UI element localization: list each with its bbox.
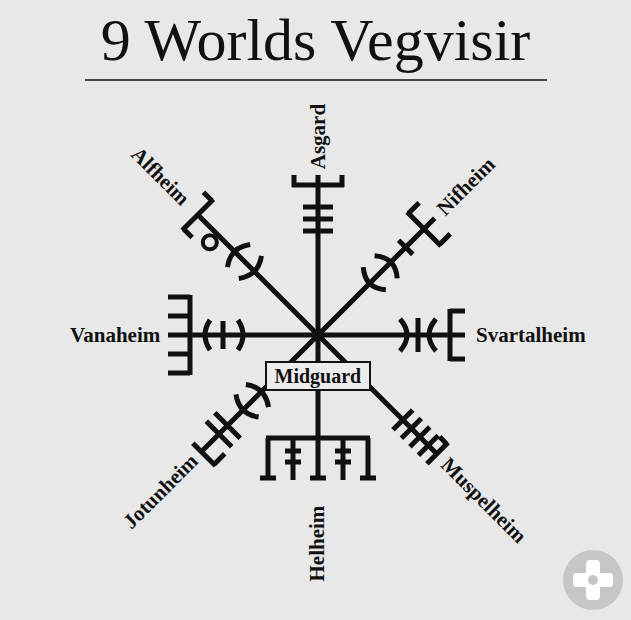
helheim-stave bbox=[260, 335, 376, 480]
box-text: Midguard bbox=[275, 365, 362, 387]
muspelheim-stave bbox=[308, 324, 449, 465]
stave-path bbox=[318, 309, 465, 361]
stave-path bbox=[260, 335, 376, 480]
watermark-dot bbox=[588, 575, 598, 585]
world-name: Alfheim bbox=[126, 143, 193, 210]
stave-path bbox=[308, 324, 449, 465]
world-name: Muspelheim bbox=[436, 453, 531, 548]
label-box: Midguard bbox=[265, 361, 372, 391]
world-name: Jotunheim bbox=[119, 450, 203, 534]
center-dot bbox=[312, 329, 324, 341]
svartalheim-stave bbox=[318, 309, 465, 361]
watermark-bar bbox=[573, 573, 613, 587]
vegvisir-symbol bbox=[168, 175, 465, 480]
watermark-disc bbox=[563, 550, 623, 610]
world-name: Vanaheim bbox=[70, 324, 160, 347]
asgard-stave bbox=[292, 175, 344, 335]
stave-ring bbox=[200, 232, 220, 252]
title-underline bbox=[85, 79, 547, 81]
world-name: Helheim bbox=[306, 505, 329, 581]
world-name: Asgard bbox=[307, 104, 330, 169]
watermark-icon bbox=[563, 550, 623, 610]
stave-path bbox=[292, 175, 344, 335]
watermark-bar bbox=[586, 560, 600, 600]
world-name: Nifheim bbox=[433, 153, 500, 220]
alfheim-stave bbox=[174, 191, 334, 351]
jotunheim-stave bbox=[189, 322, 333, 466]
stave-path bbox=[174, 191, 334, 351]
stave-path bbox=[189, 322, 333, 466]
diagram-title: 9 Worlds Vegvisir bbox=[0, 10, 631, 70]
world-name: Svartalheim bbox=[476, 324, 586, 347]
